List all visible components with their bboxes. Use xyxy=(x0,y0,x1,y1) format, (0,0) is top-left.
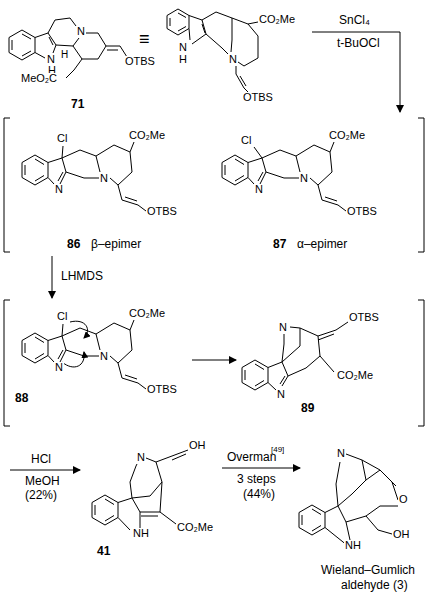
text-label: CO₂Me xyxy=(258,14,296,26)
compound-number: 89 xyxy=(300,402,315,415)
text-label: N xyxy=(99,351,109,363)
text-label: N xyxy=(76,26,86,38)
text-label: t-BuOCl xyxy=(336,37,381,50)
text-label: α–epimer xyxy=(296,238,348,251)
text-label: N xyxy=(99,173,109,185)
text-label: Cl xyxy=(240,135,252,147)
text-label: NH xyxy=(344,540,362,552)
text-label: SnCl₄ xyxy=(338,14,371,27)
compound-number: 41 xyxy=(96,545,111,558)
text-label: N xyxy=(228,54,238,66)
text-label: N xyxy=(299,173,309,185)
text-label: OTBS xyxy=(242,92,274,104)
text-label: Wieland–Gumlich xyxy=(320,564,416,577)
text-label: N xyxy=(46,54,56,66)
text-label: N xyxy=(278,322,288,334)
text-label: N xyxy=(178,42,188,54)
text-label: OTBS xyxy=(146,384,178,396)
text-label: CO₂Me xyxy=(336,370,374,382)
text-label: CO₂Me xyxy=(128,308,166,320)
text-label: N xyxy=(336,448,346,460)
text-label: N xyxy=(54,184,64,196)
text-label: N xyxy=(136,452,146,464)
text-label: OTBS xyxy=(348,312,380,324)
text-label: OH xyxy=(392,529,411,541)
compound-number: 87 xyxy=(272,238,287,251)
text-label: 3 steps xyxy=(236,473,277,486)
text-label: OTBS xyxy=(124,56,156,68)
text-label: (22%) xyxy=(24,489,58,502)
text-label: OTBS xyxy=(346,206,378,218)
text-label: Cl xyxy=(56,133,68,145)
text-label: [49] xyxy=(270,446,285,454)
text-label: N xyxy=(254,184,264,196)
text-label: MeOH xyxy=(24,475,61,488)
text-label: N xyxy=(54,362,64,374)
text-label: CO₂Me xyxy=(176,522,214,534)
text-label: HCl xyxy=(30,453,52,466)
text-label: N xyxy=(276,389,286,401)
text-label: MeO₂C xyxy=(20,73,58,85)
text-label: Cl xyxy=(56,311,68,323)
text-label: CO₂Me xyxy=(128,130,166,142)
text-label: OH xyxy=(188,440,207,452)
text-label: (44%) xyxy=(242,488,276,501)
text-label: H xyxy=(178,54,188,66)
compound-number: 86 xyxy=(66,238,81,251)
text-label: β–epimer xyxy=(90,238,142,251)
text-label: NH xyxy=(132,528,150,540)
text-label: LHMDS xyxy=(60,270,104,283)
text-label: aldehyde (3) xyxy=(340,579,409,592)
compound-number: 71 xyxy=(70,98,85,111)
text-label: OTBS xyxy=(146,206,178,218)
text-label: H xyxy=(60,50,69,61)
compound-number: 88 xyxy=(14,392,29,405)
text-label: O xyxy=(398,494,409,506)
text-label: ≡ xyxy=(138,30,151,49)
text-label: CO₂Me xyxy=(328,130,366,142)
